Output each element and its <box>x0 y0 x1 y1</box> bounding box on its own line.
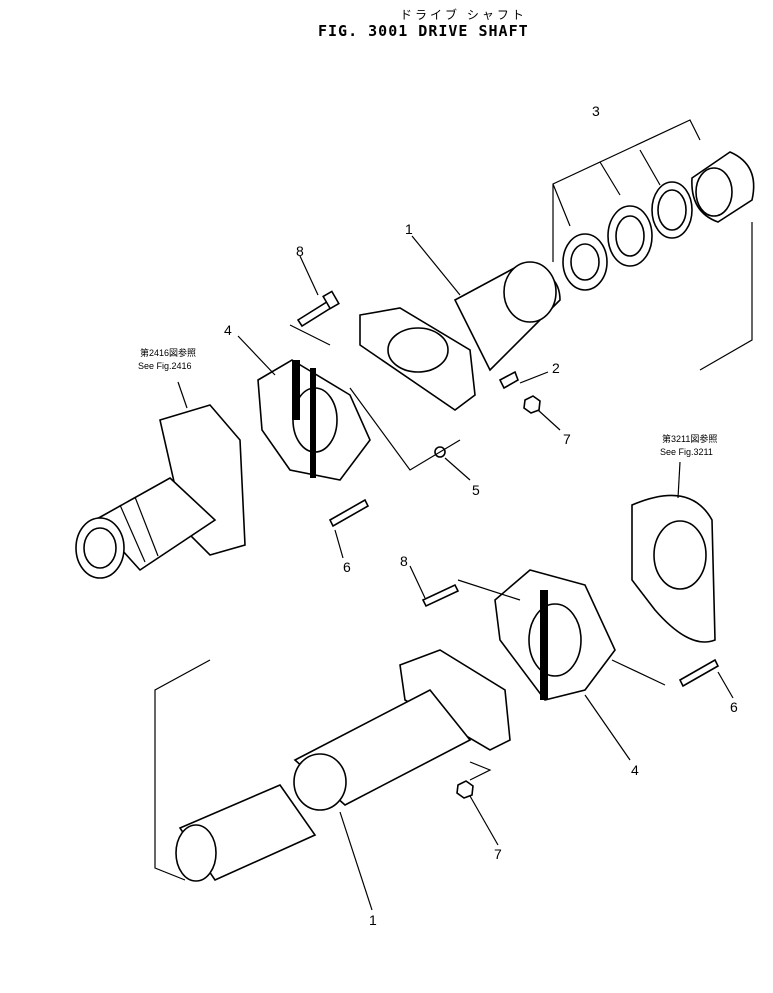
ref-a-english: See Fig.2416 <box>138 361 192 371</box>
part-2-fitting <box>498 370 519 390</box>
leader-ref-a <box>177 381 188 409</box>
part-7-nut-upper <box>523 395 541 414</box>
part-6-bolt-upper <box>328 498 370 528</box>
callout-2: 2 <box>552 360 560 376</box>
callout-3: 3 <box>592 103 600 119</box>
callout-4-upper: 4 <box>224 322 232 338</box>
part-4-lower-yoke <box>494 569 616 701</box>
part-6-bolt-lower <box>678 658 720 688</box>
leader-lines <box>237 235 734 911</box>
callout-6-lower: 6 <box>730 699 738 715</box>
part-8-bolt-upper <box>296 290 340 328</box>
callout-5: 5 <box>472 482 480 498</box>
callout-1-lower: 1 <box>369 912 377 928</box>
part-4-upper-yoke <box>257 359 371 481</box>
part-3-rings <box>562 151 755 291</box>
callout-1-upper: 1 <box>405 221 413 237</box>
figure-title: FIG. 3001 DRIVE SHAFT <box>318 22 529 40</box>
ref-b-english: See Fig.3211 <box>660 447 713 457</box>
callout-6-upper: 6 <box>343 559 351 575</box>
part-1-upper-shaft <box>359 261 561 411</box>
left-yoke-shaft <box>75 404 246 579</box>
callout-4-lower: 4 <box>631 762 639 778</box>
callout-7-upper: 7 <box>563 431 571 447</box>
callout-8-upper: 8 <box>296 243 304 259</box>
callout-7-lower: 7 <box>494 846 502 862</box>
title-japanese: ドライブ シャフト <box>400 8 527 22</box>
part-7-nut-lower <box>456 780 474 799</box>
ref-a-japanese: 第2416図参照 <box>140 347 196 358</box>
ref-b-japanese: 第3211図参照 <box>662 433 717 444</box>
part-1-lower-shaft <box>175 649 511 882</box>
callout-8-lower: 8 <box>400 553 408 569</box>
right-flange-yoke <box>631 494 716 643</box>
part-8-bolt-lower <box>421 583 460 608</box>
